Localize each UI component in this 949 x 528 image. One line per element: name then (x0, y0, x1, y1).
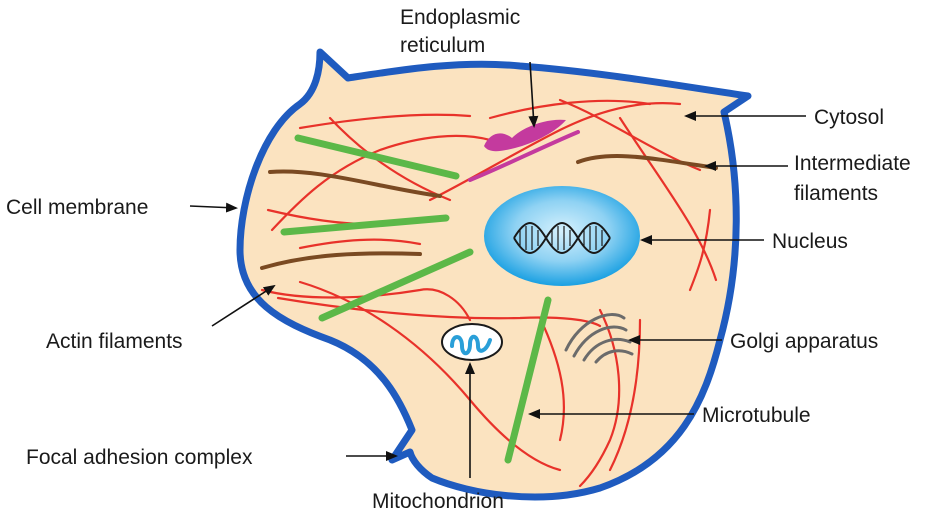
actin-filament (276, 296, 602, 328)
actin-filament (538, 316, 566, 442)
label-microtubule: Microtubule (702, 404, 811, 427)
label-nucleus: Nucleus (772, 230, 848, 253)
label-focal-adhesion-complex: Focal adhesion complex (26, 446, 253, 469)
microtubule (504, 296, 552, 464)
nucleus-shape (484, 186, 640, 286)
microtubule (318, 248, 474, 322)
actin-filament (298, 280, 562, 472)
actin-filament (688, 208, 712, 292)
intermediate-filament (260, 251, 422, 270)
microtubule (294, 134, 460, 180)
actin-filament (328, 116, 452, 202)
dna-icon (513, 222, 611, 254)
actin-filament (428, 102, 682, 202)
label-mitochondrion: Mitochondrion (372, 490, 504, 513)
label-endoplasmic-reticulum: Endoplasmic (400, 6, 520, 29)
arrow-actin (211, 284, 276, 327)
label-golgi-apparatus: Golgi apparatus (730, 330, 878, 353)
pointer-arrows (189, 61, 806, 478)
intermediate-filament (576, 154, 718, 170)
actin-filament (618, 116, 718, 282)
mitochondrion-cristae (450, 334, 492, 356)
golgi-apparatus-shape (564, 313, 634, 364)
label-actin-filaments: Actin filaments (46, 330, 183, 353)
actin-filament (270, 134, 492, 232)
microtubules-group (280, 134, 552, 464)
arrow-cell-membrane (189, 202, 238, 213)
endoplasmic-reticulum-shape (468, 119, 580, 182)
intermediate-filaments-group (260, 154, 718, 270)
label-intermediate-filaments: Intermediate (794, 152, 911, 175)
arrow-er (528, 61, 539, 128)
actin-filament (260, 288, 472, 322)
actin-filament (578, 308, 621, 488)
actin-filament (298, 113, 472, 130)
intermediate-filament (268, 169, 442, 198)
actin-filament (488, 99, 652, 120)
label-cell-membrane: Cell membrane (6, 196, 148, 219)
microtubule (280, 214, 450, 236)
cell-membrane-shape (236, 48, 752, 501)
label-cytosol: Cytosol (814, 106, 884, 129)
label-intermediate-filaments-line2: filaments (794, 182, 878, 205)
label-endoplasmic-reticulum-line2: reticulum (400, 34, 485, 57)
actin-filament (298, 238, 422, 250)
